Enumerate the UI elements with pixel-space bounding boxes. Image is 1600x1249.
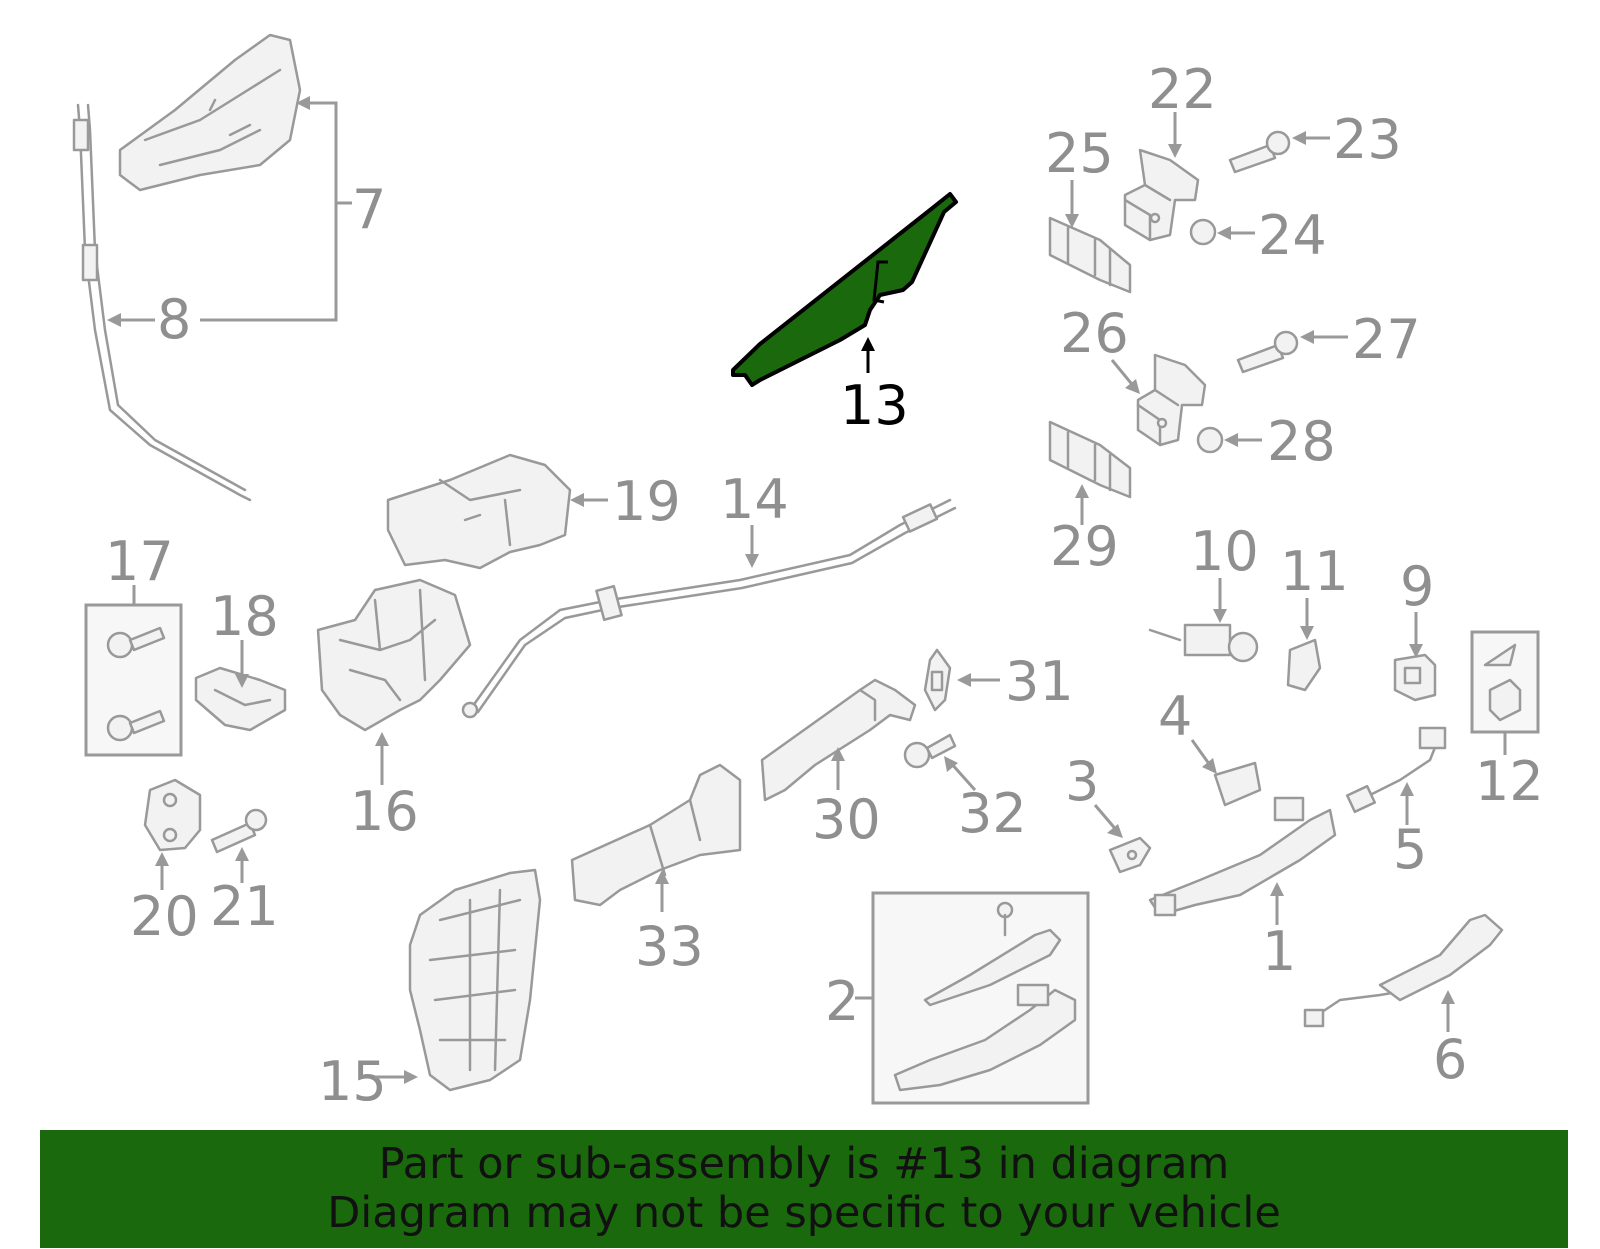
callout-21: 21 [210, 875, 279, 938]
part-25-hinge-plate [1048, 216, 1132, 294]
callout-7: 7 [352, 178, 386, 241]
callout-33: 33 [635, 915, 704, 978]
part-12-cap-kit [1470, 630, 1540, 734]
part-20-striker [143, 778, 202, 852]
part-1-outer-handle [1148, 796, 1337, 917]
part-33-reinforcement [570, 763, 742, 907]
part-16-door-latch [316, 578, 472, 732]
callout-9: 9 [1400, 555, 1434, 618]
part-18-bracket [194, 666, 287, 732]
part-8-cable [72, 103, 252, 502]
part-11-cap [1286, 638, 1322, 692]
part-3-clip [1108, 836, 1152, 874]
callout-29: 29 [1050, 515, 1119, 578]
part-26-hinge [1136, 353, 1207, 447]
part-30-handle-bracket [760, 678, 917, 802]
part-4-clip [1213, 761, 1262, 807]
part-9-sensor [1393, 653, 1437, 702]
callout-23: 23 [1333, 108, 1402, 171]
part-15-door-module [408, 868, 542, 1092]
part-13-highlighted-trim [731, 192, 958, 387]
callout-19: 19 [612, 470, 681, 533]
parts-diagram: 7 8 13 22 23 24 25 [72, 33, 1544, 1113]
callout-15: 15 [318, 1050, 387, 1113]
part-21-screw [210, 808, 268, 854]
banner-line-1: Part or sub-assembly is #13 in diagram [378, 1139, 1230, 1189]
part-22-hinge [1123, 148, 1200, 242]
callout-10: 10 [1190, 520, 1259, 583]
callout-16: 16 [350, 780, 419, 843]
callout-20: 20 [130, 885, 199, 948]
callout-1: 1 [1262, 920, 1296, 983]
callout-31: 31 [1005, 650, 1074, 713]
part-32-screw [903, 733, 957, 769]
callout-2: 2 [825, 970, 859, 1033]
part-6-handle-cable [1303, 913, 1504, 1028]
callout-12: 12 [1475, 750, 1544, 813]
part-7-lock-actuator [118, 33, 302, 192]
part-28-bushing [1196, 426, 1224, 454]
part-14-cable [461, 498, 957, 719]
callout-11: 11 [1280, 540, 1349, 603]
part-17-screw-set [84, 603, 183, 757]
callout-32: 32 [958, 782, 1027, 845]
callout-26: 26 [1060, 302, 1129, 365]
leader-7 [200, 101, 338, 322]
part-5-harness [1345, 726, 1447, 814]
banner-line-2: Diagram may not be specific to your vehi… [327, 1188, 1281, 1238]
part-24-bushing [1189, 218, 1217, 246]
part-27-bolt [1236, 330, 1299, 374]
callout-25: 25 [1045, 122, 1114, 185]
info-banner: Part or sub-assembly is #13 in diagram D… [40, 1130, 1568, 1248]
part-31-gasket [923, 648, 952, 712]
callout-28: 28 [1267, 410, 1336, 473]
part-29-hinge-plate [1048, 420, 1132, 499]
callout-24: 24 [1258, 204, 1327, 267]
callout-5: 5 [1393, 818, 1427, 881]
part-23-bolt [1228, 130, 1291, 174]
part-2-handle-kit [871, 891, 1090, 1105]
callout-30: 30 [812, 788, 881, 851]
callout-27: 27 [1352, 308, 1421, 371]
callout-3: 3 [1065, 750, 1099, 813]
callout-22: 22 [1148, 58, 1217, 121]
callout-6: 6 [1433, 1028, 1467, 1091]
callout-13: 13 [840, 374, 909, 437]
callout-17: 17 [105, 530, 174, 593]
callout-8: 8 [157, 288, 191, 351]
callout-18: 18 [210, 585, 279, 648]
part-19-lock-cover [386, 453, 572, 570]
part-10-lock-cylinder [1148, 623, 1259, 663]
callout-14: 14 [720, 468, 789, 531]
callout-4: 4 [1158, 685, 1192, 748]
